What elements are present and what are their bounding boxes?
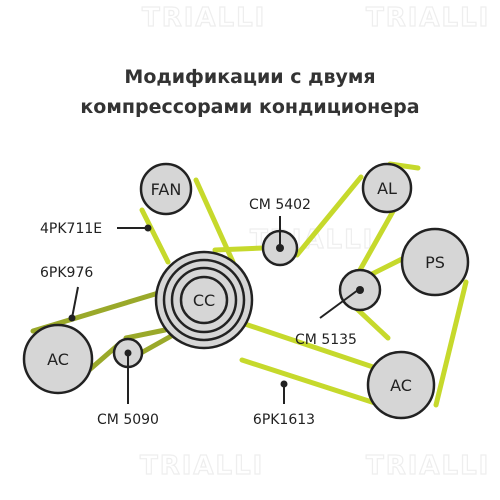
pulley-al-label: AL — [377, 179, 397, 198]
title-line-2: компрессорами кондиционера — [80, 96, 419, 118]
pulley-ac-right: AC — [366, 350, 436, 420]
pulley-ac-right-label: AC — [390, 376, 412, 395]
pulley-fan-label: FAN — [151, 180, 182, 199]
leader-6pk1613 — [280, 380, 288, 404]
pulley-ps: PS — [400, 227, 470, 297]
pulley-cc-label: CC — [193, 291, 215, 310]
watermark-top-left: TRIALLI — [142, 3, 266, 33]
pulley-ps-label: PS — [425, 253, 445, 272]
watermark-top-right: TRIALLI — [366, 3, 490, 33]
label-4pk711e: 4PK711E — [40, 221, 102, 237]
leader-cm5135 — [319, 289, 359, 319]
pulley-ac-left-label: AC — [47, 350, 69, 369]
pulley-fan: FAN — [139, 162, 193, 216]
leader-4pk711e — [117, 224, 152, 232]
pulley-ac-left: AC — [22, 323, 94, 395]
leader-6pk976 — [68, 286, 79, 322]
label-6pk1613: 6PK1613 — [253, 412, 315, 428]
label-cm5090: CM 5090 — [97, 412, 159, 428]
idler-cm5402 — [261, 229, 299, 267]
label-cm5135: CM 5135 — [295, 332, 357, 348]
title-line-1: Модификации с двумя — [124, 66, 375, 88]
label-cm5402: CM 5402 — [249, 197, 311, 213]
pulley-al: AL — [361, 162, 413, 214]
label-6pk976: 6PK976 — [40, 265, 93, 281]
idler-cm5135 — [338, 268, 382, 312]
watermark-bottom-left: TRIALLI — [140, 451, 264, 481]
pulley-cc: CC — [154, 250, 254, 350]
watermark-bottom-right: TRIALLI — [366, 451, 490, 481]
